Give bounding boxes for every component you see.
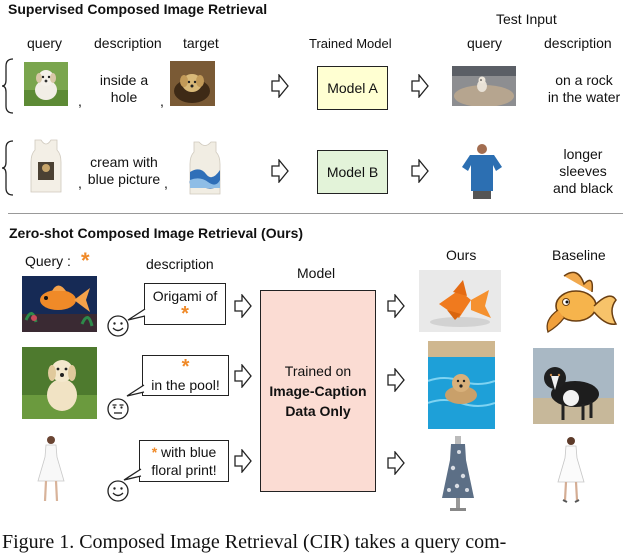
speech-bubble-3-tail	[123, 468, 143, 487]
bubble2-star: *	[181, 356, 190, 378]
smiley-face-icon	[107, 315, 129, 337]
ours-image-blue-floral-dress	[439, 436, 477, 511]
smiley-face-icon-2	[107, 480, 129, 502]
model-a-box: Model A	[317, 66, 388, 110]
model-label: Model	[297, 265, 336, 281]
row2-arrow-1	[271, 159, 289, 183]
bubble1-star: *	[181, 303, 189, 325]
speech-bubble-1: Origami of *	[144, 283, 226, 325]
bubble2-arrow	[234, 364, 252, 388]
speech-bubble-3: * with blue floral print!	[139, 440, 229, 482]
row1-comma-1: ,	[78, 93, 82, 109]
test-query-image-blue-tshirt	[460, 143, 504, 199]
baseline-image-australian-shepherd	[533, 348, 614, 424]
row1-arrow-1	[271, 74, 289, 98]
output-arrow-1	[387, 294, 405, 318]
row1-description: inside a hole	[99, 72, 149, 105]
description-label: description	[146, 256, 214, 272]
baseline-image-cartoon-goldfish	[534, 266, 618, 336]
supervised-title: Supervised Composed Image Retrieval	[8, 1, 268, 17]
baseline-image-white-dress	[556, 436, 586, 506]
ours-image-origami-goldfish	[419, 270, 501, 332]
row1-arrow-2	[411, 74, 429, 98]
row1-test-description: on a rock in the water	[547, 72, 621, 105]
ours-label: Ours	[446, 247, 477, 263]
row2-description: cream with blue picture	[87, 154, 161, 187]
query-image-white-dress	[36, 435, 66, 505]
neutral-face-icon	[107, 398, 129, 420]
bubble3-star: *	[151, 444, 158, 460]
left-brace-row2	[2, 140, 14, 196]
row2-comma-1: ,	[78, 175, 82, 191]
row1-comma-2: ,	[160, 93, 164, 109]
col-target-label: target	[183, 35, 219, 51]
query-star: *	[81, 248, 90, 273]
model-b-box: Model B	[317, 150, 388, 194]
col-query-label: query	[27, 35, 63, 51]
speech-bubble-1-tail	[127, 308, 147, 327]
zeroshot-model-box: Trained on Image-Caption Data Only	[260, 290, 376, 492]
query-label: Query :	[25, 253, 71, 269]
query-image-tank-top	[25, 138, 67, 194]
output-arrow-2	[387, 368, 405, 392]
target-image-tank-top-blue	[186, 140, 224, 196]
col-test-description-label: description	[544, 35, 612, 51]
figure-caption: Figure 1. Composed Image Retrieval (CIR)…	[2, 531, 507, 553]
speech-bubble-2-tail	[126, 384, 146, 403]
baseline-label: Baseline	[552, 247, 606, 263]
test-input-label: Test Input	[496, 11, 557, 27]
row2-test-description: longer sleeves and black	[553, 146, 613, 196]
query-image-goldfish	[22, 276, 97, 332]
col-trained-model-label: Trained Model	[309, 36, 392, 51]
bubble1-arrow	[234, 294, 252, 318]
col-test-query-label: query	[467, 35, 503, 51]
query-image-puppy	[24, 62, 68, 106]
zeroshot-title: Zero-shot Composed Image Retrieval (Ours…	[9, 225, 304, 241]
target-image-dog-in-hole	[170, 61, 215, 106]
section-divider	[8, 213, 623, 214]
speech-bubble-2: * in the pool!	[142, 355, 229, 396]
bubble3-arrow	[234, 449, 252, 473]
row2-comma-2: ,	[164, 175, 168, 191]
test-query-image-dog-rock	[452, 66, 516, 106]
output-arrow-3	[387, 451, 405, 475]
ours-image-dog-in-pool	[428, 341, 495, 429]
row2-arrow-2	[411, 159, 429, 183]
bubble3-line1: * with blue	[151, 444, 217, 460]
left-brace-row1	[2, 58, 14, 114]
col-description-label: description	[94, 35, 162, 51]
query-image-golden-retriever	[22, 347, 97, 419]
